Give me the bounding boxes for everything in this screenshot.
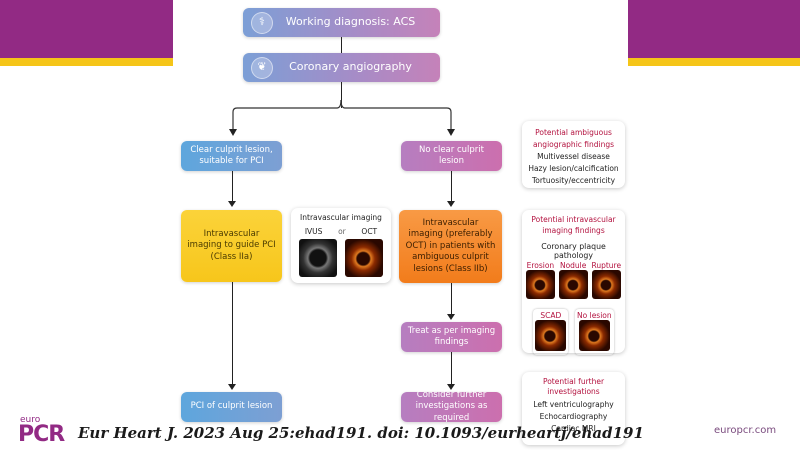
clear-culprit-box: Clear culprit lesion, suitable for PCI (181, 141, 282, 171)
ivus-label: IVUS (304, 227, 323, 236)
connector (341, 37, 342, 53)
ivus-image (299, 239, 337, 277)
header-bar-right (628, 0, 800, 58)
arrow-down-icon (228, 201, 236, 207)
further-investigations-label: Consider further investigations as requi… (415, 389, 488, 423)
clear-culprit-label: Clear culprit lesion, suitable for PCI (190, 144, 273, 166)
europcr-logo: PCR (18, 422, 65, 447)
connector (451, 283, 452, 316)
further-investigations-box: Consider further investigations as requi… (401, 389, 502, 423)
finding-item: Tortuosity/eccentricity (531, 176, 616, 185)
pci-culprit-label: PCI of culprit lesion (190, 401, 273, 412)
finding-scad: SCAD (533, 309, 568, 355)
step-coronary-angiography-label: Coronary angiography (289, 60, 412, 74)
finding-item: Hazy lesion/calcification (528, 164, 619, 173)
header-accent-right (628, 58, 800, 66)
arrow-down-icon (447, 201, 455, 207)
connector (451, 352, 452, 385)
no-clear-culprit-label: No clear culprit lesion (419, 144, 484, 166)
header-accent-left (0, 58, 173, 66)
investigation-item: Cardiac MRI (551, 423, 596, 433)
finding-item: Multivessel disease (537, 152, 610, 161)
ambiguous-findings-panel: Potential ambiguous angiographic finding… (522, 121, 625, 188)
investigation-item: Echocardiography (539, 411, 608, 421)
pathology-nodule: Nodule (558, 261, 588, 301)
pci-culprit-box: PCI of culprit lesion (181, 392, 282, 422)
imaging-panel-title: Intravascular imaging (300, 213, 382, 222)
plaque-pathology-subtitle: Coronary plaque pathology (541, 242, 606, 260)
step-working-diagnosis: ⚕ Working diagnosis: ACS (243, 8, 440, 37)
connector (232, 282, 233, 385)
intravascular-findings-panel: Potential intravascular imaging findings… (522, 210, 625, 353)
oct-image (525, 270, 555, 299)
europcr-logo-small: euro (20, 415, 41, 425)
no-clear-culprit-box: No clear culprit lesion (401, 141, 502, 171)
finding-label: No lesion (577, 311, 612, 320)
intravascular-findings-title: Potential intravascular imaging findings (531, 215, 616, 235)
investigation-item: Left ventriculography (533, 400, 614, 410)
arrow-down-icon (447, 314, 455, 320)
intravascular-oct-label: Intravascular imaging (preferably OCT) i… (405, 217, 496, 274)
pathology-label: Nodule (559, 261, 587, 270)
intravascular-guide-pci-label: Intravascular imaging to guide PCI (Clas… (187, 228, 276, 262)
pathology-erosion: Erosion (525, 261, 555, 301)
or-label: or (338, 227, 346, 236)
ambiguous-findings-title: Potential ambiguous angiographic finding… (532, 128, 615, 149)
pathology-rupture: Rupture (591, 261, 621, 301)
finding-label: SCAD (540, 311, 562, 320)
connector (451, 171, 452, 204)
oct-image (345, 239, 383, 277)
further-investigations-title: Potential further investigations (542, 377, 605, 397)
oct-image (535, 320, 567, 351)
pathology-label: Rupture (591, 261, 622, 270)
imaging-modalities-panel: Intravascular imaging IVUS or OCT (291, 208, 391, 283)
oct-label: OCT (361, 227, 378, 236)
connector (341, 82, 342, 108)
oct-image (591, 270, 621, 299)
intravascular-guide-pci-box: Intravascular imaging to guide PCI (Clas… (181, 210, 282, 282)
arrow-down-icon (447, 384, 455, 390)
pathology-label: Erosion (526, 261, 555, 270)
oct-image (558, 270, 588, 299)
oct-image (578, 320, 610, 351)
intravascular-oct-box: Intravascular imaging (preferably OCT) i… (399, 210, 502, 283)
branch-connector (229, 100, 455, 136)
treat-per-findings-box: Treat as per imaging findings (401, 322, 502, 352)
citation: Eur Heart J. 2023 Aug 25:ehad191. doi: 1… (78, 424, 644, 442)
step-coronary-angiography: ❦ Coronary angiography (243, 53, 440, 82)
connector (232, 171, 233, 204)
website-link[interactable]: europcr.com (714, 425, 777, 436)
finding-no-lesion: No lesion (575, 309, 614, 355)
heart-vessels-icon: ❦ (251, 56, 273, 79)
further-investigations-panel: Potential further investigations Left ve… (522, 372, 625, 445)
doctor-patient-icon: ⚕ (251, 11, 273, 34)
step-working-diagnosis-label: Working diagnosis: ACS (285, 15, 416, 29)
treat-per-findings-label: Treat as per imaging findings (407, 325, 496, 347)
arrow-down-icon (228, 384, 236, 390)
header-bar-left (0, 0, 173, 58)
